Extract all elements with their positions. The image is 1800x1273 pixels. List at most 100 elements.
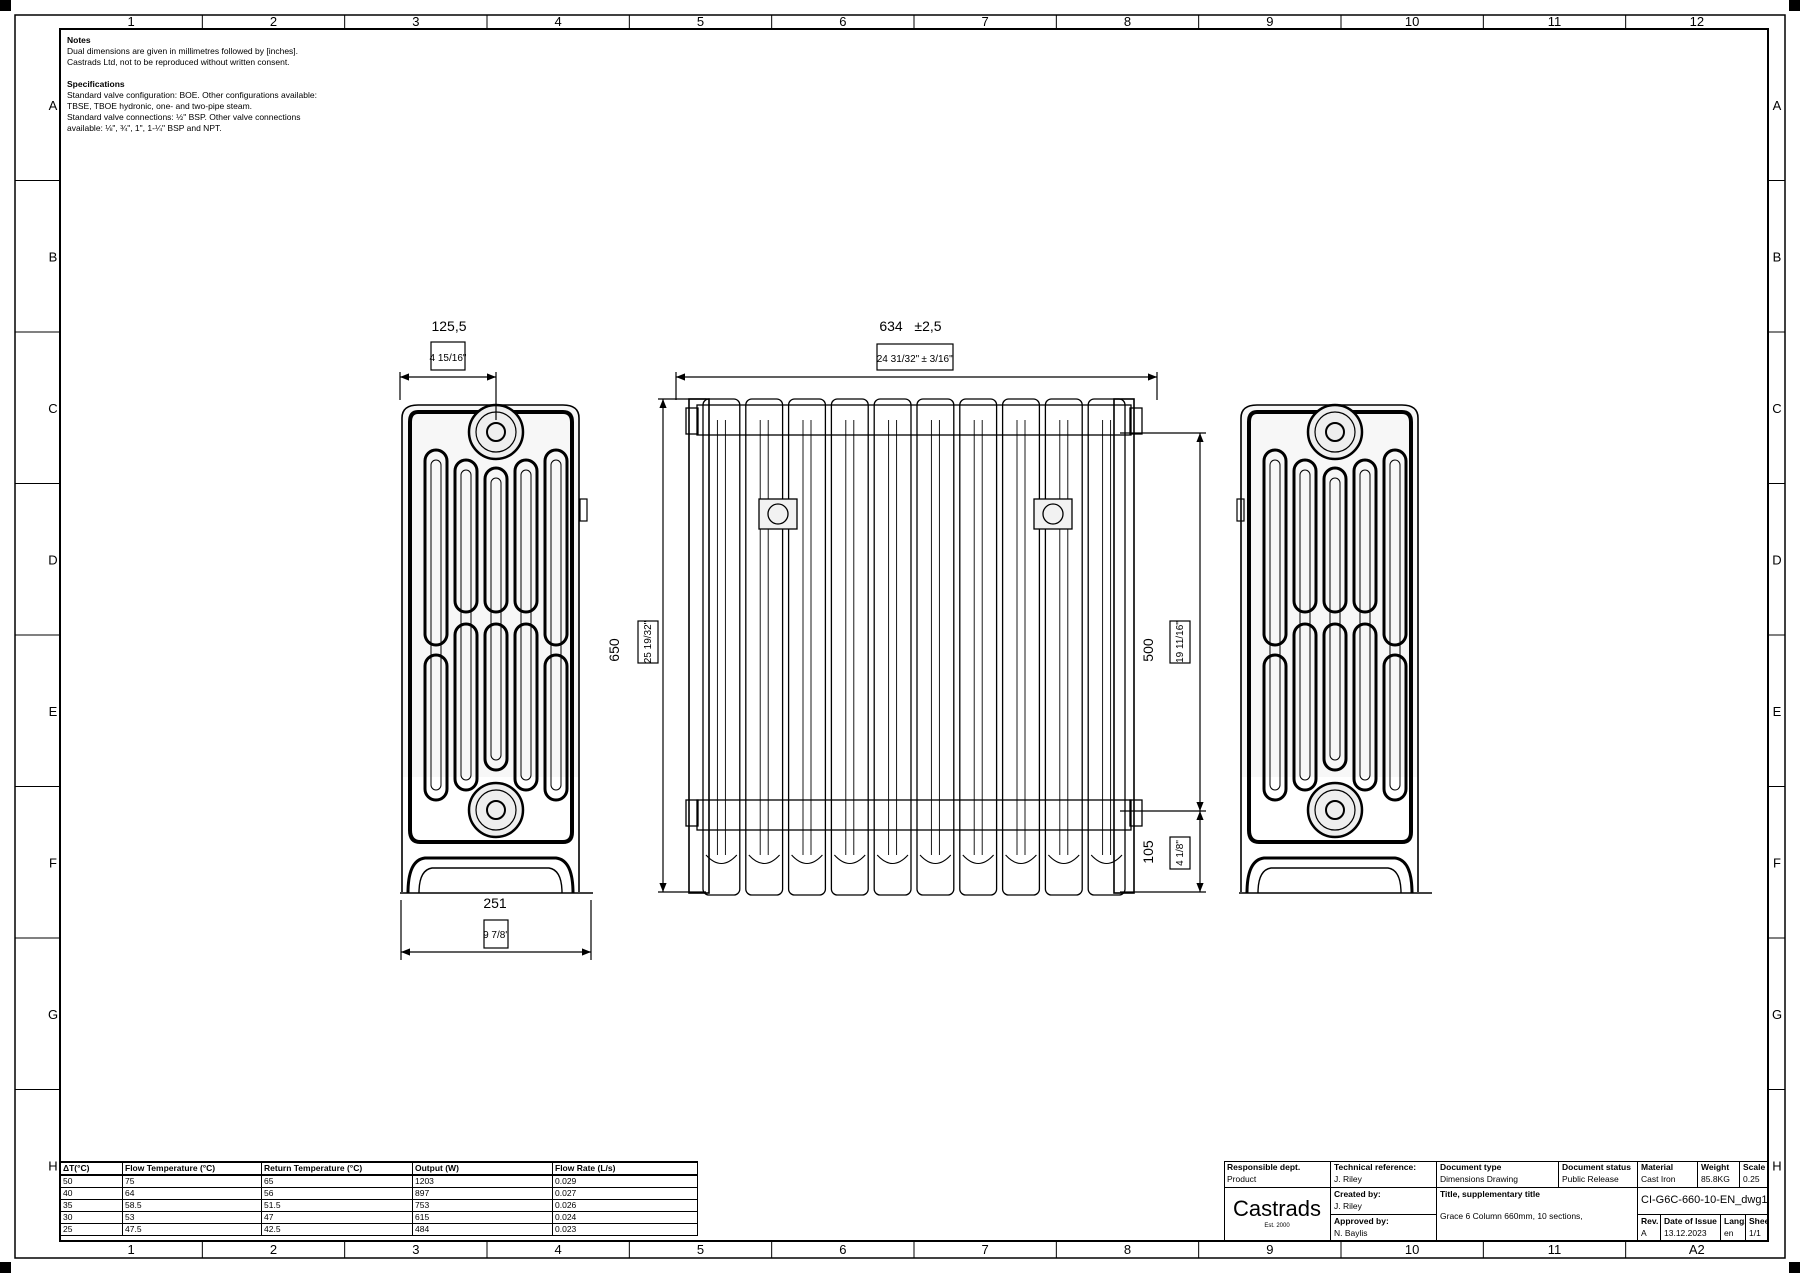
grid-column-label: 11: [1548, 1242, 1562, 1257]
grid-column-label: 9: [1266, 14, 1273, 29]
grid-row-label: C: [48, 401, 57, 416]
side-view-right: [1236, 403, 1432, 894]
drawing-number-cell: CI-G6C-660-10-EN_dwg1: [1638, 1188, 1768, 1215]
tech-ref-cell: Technical reference: J. Riley: [1331, 1161, 1437, 1188]
material-cell: Material Cast Iron: [1638, 1161, 1698, 1188]
dim-centres-in: 19 11/16": [1175, 621, 1186, 663]
header-flow-temp: Flow Temperature (°C): [122, 1161, 262, 1176]
grid-column-label: 6: [839, 1242, 846, 1257]
section-column: [873, 398, 912, 896]
tube-outline: [513, 458, 539, 614]
section-column: [959, 398, 998, 896]
table-cell: 53: [122, 1211, 262, 1224]
created-cell: Created by: J. Riley: [1331, 1188, 1437, 1215]
grid-row-label: G: [48, 1007, 58, 1022]
section-foot-curve: [962, 854, 995, 865]
tube-inner: [490, 477, 502, 761]
grid-row-label: B: [1773, 249, 1782, 264]
end-leg: [1113, 398, 1135, 894]
header-flow-rate: Flow Rate (L/s): [552, 1161, 698, 1176]
doc-status-cell: Document status Public Release: [1559, 1161, 1638, 1188]
grid-column-label: 2: [270, 14, 277, 29]
grid-column-label: 5: [697, 1242, 704, 1257]
inner-frame: [59, 28, 1769, 1242]
section-foot-curve: [1005, 854, 1037, 865]
grid-column-label: 7: [982, 14, 989, 29]
performance-table: ΔT(°C) Flow Temperature (°C) Return Temp…: [60, 1161, 698, 1236]
tube-outline: [543, 448, 569, 647]
end-leg: [688, 398, 710, 894]
section-foot-curve: [748, 854, 781, 865]
notes-title: Notes: [67, 35, 91, 45]
crop-mark: [0, 0, 11, 11]
dim-height-in: 25 19/32": [643, 620, 654, 663]
sheet-cell: Sheet 1/1: [1749, 1216, 1768, 1238]
grid-column-label: 10: [1405, 14, 1419, 29]
tube-outline: [1292, 458, 1318, 614]
dim-front-width-mm: 634: [879, 318, 903, 334]
tube-outline: [1262, 653, 1288, 802]
table-cell: 58.5: [122, 1199, 262, 1212]
header-return-temp: Return Temperature (°C): [261, 1161, 413, 1176]
table-cell: 40: [60, 1187, 123, 1200]
table-cell: 75: [122, 1174, 262, 1188]
table-cell: 65: [261, 1174, 413, 1188]
grid-row-label: D: [48, 552, 57, 567]
title-cell: Title, supplementary title Grace 6 Colum…: [1437, 1188, 1638, 1241]
grid-row-label: F: [49, 855, 57, 870]
grid-row-label: H: [1772, 1158, 1781, 1173]
tube-inner: [520, 469, 532, 781]
table-cell: 47.5: [122, 1223, 262, 1236]
table-cell: 64: [122, 1187, 262, 1200]
table-cell: 0.027: [552, 1187, 698, 1200]
tube-inner: [430, 459, 442, 791]
section-column: [787, 398, 827, 896]
grid-row-label: A: [1773, 98, 1782, 113]
dim-front-width-in: 24 31/32": [877, 354, 920, 365]
table-cell: 35: [60, 1199, 123, 1212]
tube-inner: [1359, 469, 1371, 781]
section-foot-curve: [1047, 854, 1080, 865]
section-foot-curve: [833, 854, 866, 865]
grid-column-label: 1: [128, 1242, 135, 1257]
grid-row-label: E: [1773, 704, 1782, 719]
table-cell: 0.029: [552, 1174, 698, 1188]
grid-column-label: 7: [982, 1242, 989, 1257]
grid-row-label: E: [49, 704, 58, 719]
grid-column-label: 12: [1690, 14, 1704, 29]
castrads-logo-sub: Est. 2000: [1264, 1223, 1290, 1229]
logo-cell: Castrads Est. 2000: [1224, 1188, 1331, 1241]
table-cell: 1203: [412, 1174, 553, 1188]
table-cell: 25: [60, 1223, 123, 1236]
crop-mark: [0, 1262, 11, 1273]
grid-column-label: A2: [1689, 1242, 1705, 1257]
dim-floor-mm: 105: [1140, 840, 1156, 864]
section-column: [916, 398, 955, 896]
table-cell: 42.5: [261, 1223, 413, 1236]
dim-front-width-tol-mm: ±2,5: [914, 318, 941, 334]
table-cell: 484: [412, 1223, 553, 1236]
grid-row-label: A: [49, 98, 58, 113]
table-cell: 30: [60, 1211, 123, 1224]
dim-height-mm: 650: [606, 638, 622, 662]
tube-inner: [460, 469, 472, 781]
rev-cell: Rev. A: [1638, 1215, 1661, 1241]
tube-inner: [1389, 459, 1401, 791]
tube-outline: [1382, 448, 1408, 647]
grid-column-label: 3: [412, 14, 419, 29]
tube-inner: [1329, 477, 1341, 761]
section-foot-curve: [1090, 854, 1123, 865]
side-view-left: [400, 403, 593, 894]
grid-column-label: 1: [128, 14, 135, 29]
table-cell: 753: [412, 1199, 553, 1212]
section-foot-curve: [705, 854, 738, 865]
section-foot-curve: [791, 854, 823, 865]
scale-cell: Scale 0.25: [1740, 1161, 1768, 1188]
grid-row-label: D: [1772, 552, 1781, 567]
table-cell: 0.024: [552, 1211, 698, 1224]
grid-column-label: 4: [555, 14, 562, 29]
